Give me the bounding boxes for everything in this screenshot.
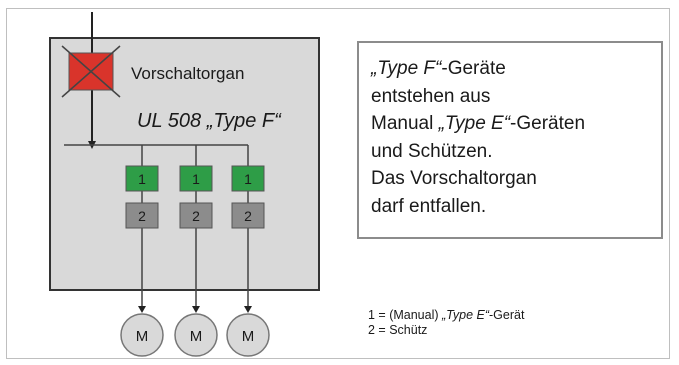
type-e-device	[125, 165, 159, 192]
legend: 1 = (Manual) „Type E“-Gerät 2 = Schütz	[368, 308, 524, 338]
note-line: und Schützen.	[371, 140, 493, 162]
type-e-device-row: 1 1 1	[125, 165, 265, 192]
contactor-label: 2	[192, 208, 200, 224]
disconnector-icon	[61, 45, 121, 98]
contactor	[179, 202, 213, 229]
disconnector-label: Vorschaltorgan	[131, 64, 244, 83]
explanation-box: „Type F“-Geräte entstehen aus Manual „Ty…	[357, 41, 663, 239]
type-e-device-label: 1	[244, 171, 252, 187]
type-e-device-label: 1	[192, 171, 200, 187]
contactor	[231, 202, 265, 229]
note-line: darf entfallen.	[371, 195, 487, 217]
contactor-row: 2 2 2	[125, 202, 265, 229]
motor-icon	[174, 313, 218, 357]
motor-icon	[120, 313, 164, 357]
note-line: „Type F“-Geräte	[371, 58, 506, 79]
device-type-label: UL 508 „Type F“	[137, 110, 282, 132]
motor-label: M	[190, 328, 203, 345]
motor-icon	[226, 313, 270, 357]
phase-arrowheads	[138, 306, 252, 313]
contactor-label: 2	[244, 208, 252, 224]
motor-row: M M M	[120, 313, 270, 357]
note-line: Das Vorschaltorgan	[371, 168, 537, 189]
contactor	[125, 202, 159, 229]
type-e-device	[179, 165, 213, 192]
motor-label: M	[136, 328, 149, 345]
type-e-device	[231, 165, 265, 192]
contactor-label: 2	[138, 208, 146, 224]
legend-item-contactor: 2 = Schütz	[368, 323, 428, 337]
note-line: Manual „Type E“-Geräten	[371, 113, 586, 134]
legend-item-type-e: 1 = (Manual) „Type E“-Gerät	[368, 308, 525, 322]
note-line: entstehen aus	[371, 85, 491, 107]
motor-label: M	[242, 328, 255, 345]
type-e-device-label: 1	[138, 171, 146, 187]
